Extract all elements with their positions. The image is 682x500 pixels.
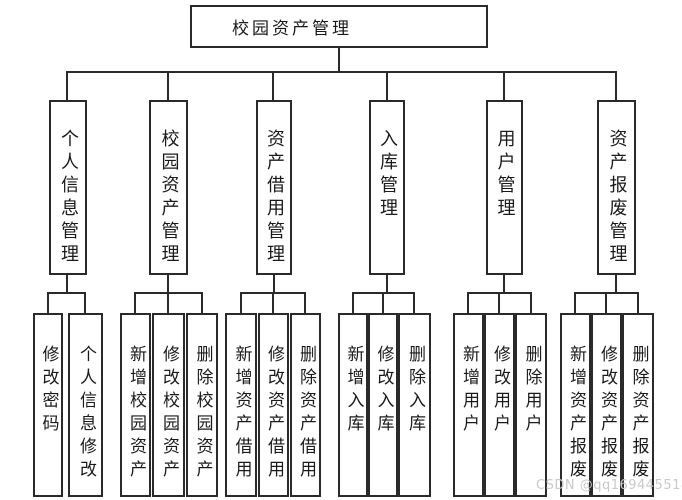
node-label: 用户管理	[494, 129, 516, 221]
leaf-delete-user: 删除用户	[515, 313, 547, 497]
leaf-label: 新增用户	[459, 345, 479, 437]
leaf-label: 删除用户	[521, 345, 542, 437]
connector-child-stub	[134, 292, 136, 315]
connector-child-stub	[201, 292, 203, 315]
connector-child-stub	[84, 292, 86, 315]
connector-stub	[66, 71, 68, 102]
connector-root-stub	[338, 46, 340, 73]
leaf-label: 个人信息修改	[76, 345, 96, 483]
node-label: 资产借用管理	[264, 129, 285, 267]
leaf-add-campus-asset: 新增校园资产	[120, 313, 151, 497]
csdn-watermark: CSDN @qq1694455187	[536, 478, 682, 493]
leaf-label: 新增资产报废	[566, 345, 586, 483]
leaf-edit-inbound: 修改入库	[368, 313, 398, 497]
connector-child-stub	[498, 292, 500, 315]
connector-child-stub	[413, 292, 415, 315]
leaf-delete-asset-borrow: 删除资产借用	[290, 313, 321, 497]
leaf-label: 修改资产借用	[264, 345, 284, 483]
connector-bus	[66, 71, 617, 73]
leaf-label: 删除校园资产	[192, 345, 213, 483]
connector-child-stub	[272, 292, 274, 315]
connector-child-stub	[637, 292, 639, 315]
leaf-edit-asset-borrow: 修改资产借用	[258, 313, 289, 497]
leaf-edit-personal-info: 个人信息修改	[68, 313, 103, 497]
node-label: 资产报废管理	[606, 129, 628, 267]
connector-child-stub	[240, 292, 242, 315]
leaf-label: 修改密码	[38, 345, 59, 437]
leaf-delete-asset-scrap: 删除资产报废	[622, 313, 654, 497]
leaf-add-inbound: 新增入库	[338, 313, 368, 497]
leaf-add-asset-scrap: 新增资产报废	[560, 313, 591, 497]
connector-child-stub	[352, 292, 354, 315]
connector-parent-stub	[615, 273, 617, 294]
leaf-change-password: 修改密码	[33, 313, 63, 497]
connector-parent-stub	[503, 273, 505, 294]
root-node-label: 校园资产管理	[232, 19, 352, 39]
leaf-edit-campus-asset: 修改校园资产	[152, 313, 185, 497]
leaf-label: 新增校园资产	[126, 345, 146, 483]
leaf-add-user: 新增用户	[453, 313, 484, 497]
leaf-edit-asset-scrap: 修改资产报废	[591, 313, 622, 497]
node-inbound-mgmt: 入库管理	[369, 100, 405, 275]
connector-child-stub	[574, 292, 576, 315]
connector-stub	[503, 71, 505, 102]
leaf-edit-user: 修改用户	[484, 313, 515, 497]
root-node: 校园资产管理	[190, 5, 488, 48]
connector-child-stub	[167, 292, 169, 315]
connector-parent-stub	[66, 273, 68, 294]
leaf-label: 删除入库	[405, 345, 425, 437]
node-asset-borrow-mgmt: 资产借用管理	[256, 100, 292, 275]
node-asset-scrap-mgmt: 资产报废管理	[597, 100, 636, 275]
connector-stub	[386, 71, 388, 102]
connector-group-line	[47, 292, 86, 294]
node-personal-info-mgmt: 个人信息管理	[49, 100, 87, 275]
connector-child-stub	[467, 292, 469, 315]
node-label: 校园资产管理	[158, 129, 180, 267]
node-user-mgmt: 用户管理	[486, 100, 523, 275]
connector-stub	[615, 71, 617, 102]
leaf-delete-inbound: 删除入库	[398, 313, 431, 497]
connector-parent-stub	[167, 273, 169, 294]
connector-child-stub	[304, 292, 306, 315]
node-label: 个人信息管理	[58, 129, 79, 267]
node-label: 入库管理	[377, 129, 398, 221]
leaf-label: 修改资产报废	[597, 345, 617, 483]
leaf-label: 删除资产借用	[296, 345, 316, 483]
connector-child-stub	[605, 292, 607, 315]
connector-parent-stub	[273, 273, 275, 294]
leaf-label: 新增入库	[343, 345, 364, 437]
leaf-label: 修改用户	[490, 345, 510, 437]
leaf-label: 修改校园资产	[159, 345, 179, 483]
connector-child-stub	[47, 292, 49, 315]
connector-stub	[167, 71, 169, 102]
leaf-add-asset-borrow: 新增资产借用	[225, 313, 257, 497]
leaf-label: 删除资产报废	[628, 345, 649, 483]
leaf-label: 修改入库	[373, 345, 394, 437]
connector-child-stub	[530, 292, 532, 315]
leaf-delete-campus-asset: 删除校园资产	[186, 313, 218, 497]
node-campus-asset-mgmt: 校园资产管理	[149, 100, 188, 275]
connector-parent-stub	[386, 273, 388, 294]
leaf-label: 新增资产借用	[231, 345, 252, 483]
connector-stub	[272, 71, 274, 102]
connector-child-stub	[382, 292, 384, 315]
